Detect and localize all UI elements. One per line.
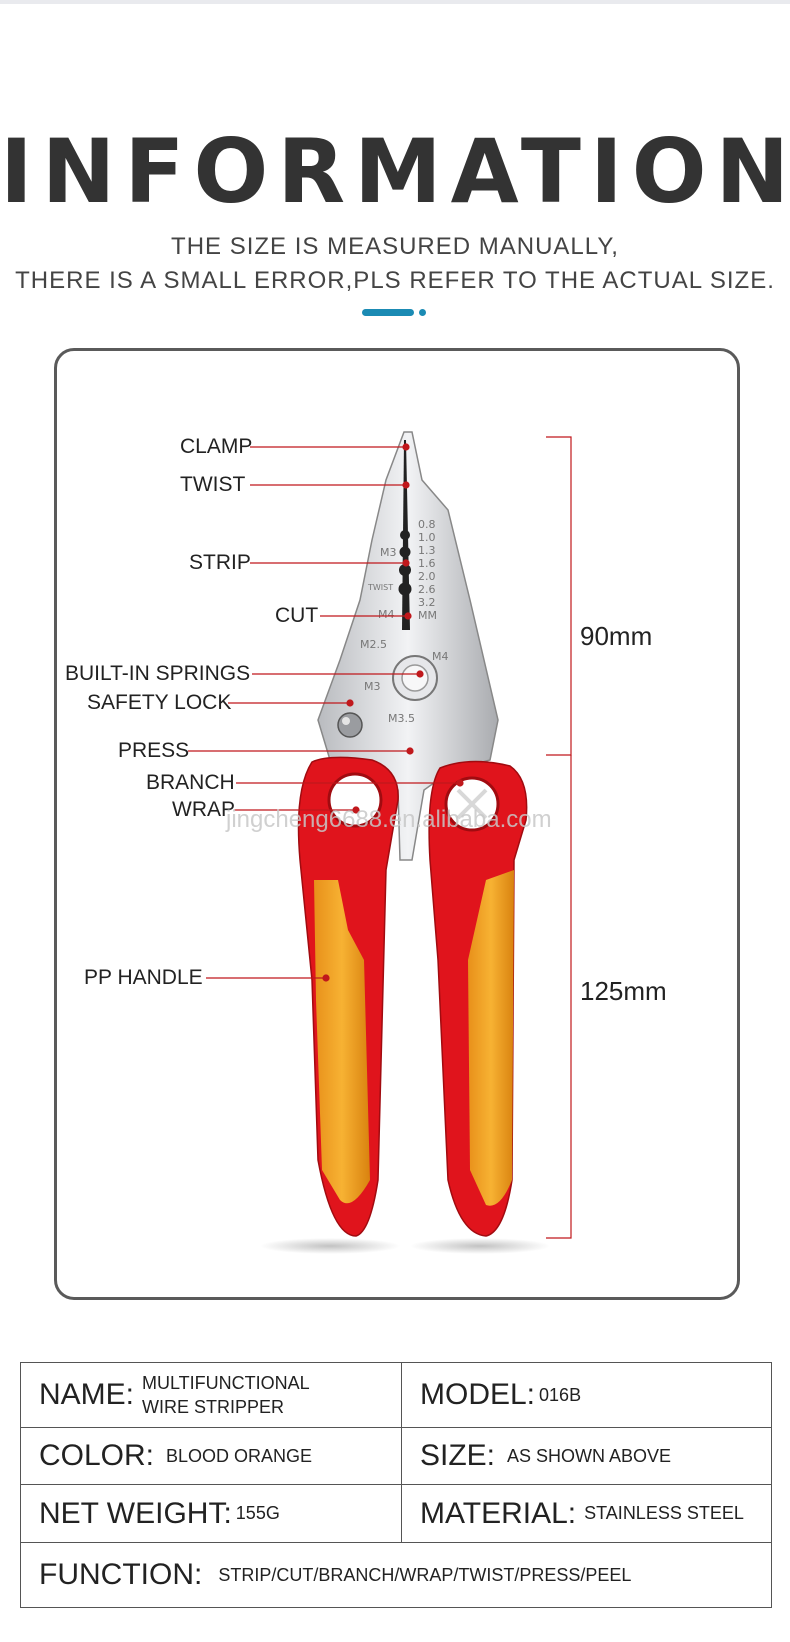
callout-dot-safety-lock [346,699,354,707]
callout-dot-wrap [352,806,360,814]
page-title: INFORMATION [0,120,790,223]
callout-dot-cut [404,612,412,620]
strip-hole [400,530,410,540]
svg-text:MM: MM [418,609,437,622]
color-label: COLOR: [39,1439,155,1472]
svg-text:2.0: 2.0 [418,570,436,583]
dimension-top-label: 90mm [580,621,653,651]
gauge-0.8: 0.8 [418,518,436,531]
strip-hole [398,582,412,596]
spec-row-weight: NET WEIGHT: 155G MATERIAL: STAINLESS STE… [21,1484,771,1542]
dimension-brackets [546,436,572,1239]
gauge-labels: 0.8 1.0 1.3 1.6 2.0 2.6 3.2 MM M3 TWIST … [360,518,449,725]
model-value: 016B [539,1384,582,1405]
top-divider [0,0,790,4]
handle-left-hole [327,772,383,828]
dimension-bottom-label: 125mm [580,976,667,1006]
spec-cell-model: MODEL: 016B [401,1363,773,1427]
accent-dot [419,309,426,316]
subtitle-line-1: THE SIZE IS MEASURED MANUALLY, [171,233,619,260]
svg-text:M3: M3 [380,546,397,559]
spec-cell-size: SIZE: AS SHOWN ABOVE [401,1428,773,1484]
function-value: STRIP/CUT/BRANCH/WRAP/TWIST/PRESS/PEEL [218,1564,632,1585]
color-value: BLOOD ORANGE [166,1445,313,1466]
svg-text:M4: M4 [432,650,449,663]
callout-press: PRESS [118,739,190,762]
strip-hole [399,564,411,576]
svg-text:1.0: 1.0 [418,531,436,544]
watermark: jingcheng6688.en.alibaba.com [226,806,552,833]
wire-stripper-illustration: 0.8 1.0 1.3 1.6 2.0 2.6 3.2 MM M3 TWIST … [188,431,572,1254]
function-label: FUNCTION: [39,1558,203,1591]
safety-lock-ball [337,712,363,738]
callout-dot-strip [402,559,410,567]
weight-value: 155G [235,1503,280,1523]
name-value-line-2: WIRE STRIPPER [142,1397,285,1417]
size-label: SIZE: [420,1439,496,1472]
svg-text:2.6: 2.6 [418,583,436,596]
size-value: AS SHOWN ABOVE [507,1445,672,1466]
callout-twist: TWIST [180,473,246,496]
strip-hole [399,546,411,558]
subtitle-line-2: THERE IS A SMALL ERROR,PLS REFER TO THE … [15,267,775,294]
callout-dot-springs [416,670,424,678]
spec-cell-function: FUNCTION: STRIP/CUT/BRANCH/WRAP/TWIST/PR… [21,1543,773,1607]
callout-lines [188,443,464,982]
handle-right-cross [456,788,488,820]
svg-text:1.3: 1.3 [418,544,436,557]
svg-text:M3: M3 [364,680,381,693]
material-value: STAINLESS STEEL [584,1503,744,1523]
callout-dot-branch [456,779,464,787]
callout-cut: CUT [275,604,319,627]
callout-safety-lock: SAFETY LOCK [87,691,232,714]
material-label: MATERIAL: [420,1496,577,1530]
model-label: MODEL: [420,1378,536,1411]
page-subtitle: THE SIZE IS MEASURED MANUALLY, THERE IS … [0,230,790,298]
callout-dot-press [406,747,414,755]
svg-text:M3.5: M3.5 [388,712,415,725]
spec-row-function: FUNCTION: STRIP/CUT/BRANCH/WRAP/TWIST/PR… [21,1542,771,1607]
svg-text:TWIST: TWIST [367,583,393,592]
safety-lock-highlight [342,717,350,725]
svg-text:3.2: 3.2 [418,596,436,609]
callout-dot-twist [402,481,410,489]
svg-text:M4: M4 [378,608,395,621]
dimension-bracket-top [546,436,572,756]
callout-built-in-springs: BUILT-IN SPRINGS [65,662,251,685]
callout-pp-handle: PP HANDLE [84,966,203,989]
spec-row-color: COLOR: BLOOD ORANGE SIZE: AS SHOWN ABOVE [21,1427,771,1484]
spec-cell-color: COLOR: BLOOD ORANGE [21,1428,401,1484]
pivot-center [401,664,429,692]
spec-cell-name: NAME: MULTIFUNCTIONAL WIRE STRIPPER [21,1363,401,1427]
handle-shadow-right [410,1238,550,1254]
callout-wrap: WRAP [172,798,235,821]
name-label: NAME: [39,1378,135,1411]
svg-text:M2.5: M2.5 [360,638,387,651]
handle-shadow-left [260,1238,400,1254]
callout-dot-handle [322,974,330,982]
spec-cell-weight: NET WEIGHT: 155G [21,1485,401,1542]
name-value-line-1: MULTIFUNCTIONAL [142,1373,310,1393]
accent-bar [362,309,414,316]
spec-row-name: NAME: MULTIFUNCTIONAL WIRE STRIPPER MODE… [21,1363,771,1427]
steel-head [317,431,499,861]
callout-branch: BRANCH [146,771,235,794]
spec-cell-material: MATERIAL: STAINLESS STEEL [401,1485,773,1542]
svg-text:1.6: 1.6 [418,557,436,570]
handle-left-orange [314,880,370,1204]
callout-clamp: CLAMP [180,435,253,458]
callout-strip: STRIP [189,551,251,574]
name-value: MULTIFUNCTIONAL WIRE STRIPPER [142,1371,310,1419]
weight-label: NET WEIGHT: [39,1496,232,1530]
handle-right-orange [468,870,514,1206]
spec-table: NAME: MULTIFUNCTIONAL WIRE STRIPPER MODE… [20,1362,772,1608]
callout-dot-clamp [402,443,410,451]
dimension-bracket-bottom [546,755,572,1239]
